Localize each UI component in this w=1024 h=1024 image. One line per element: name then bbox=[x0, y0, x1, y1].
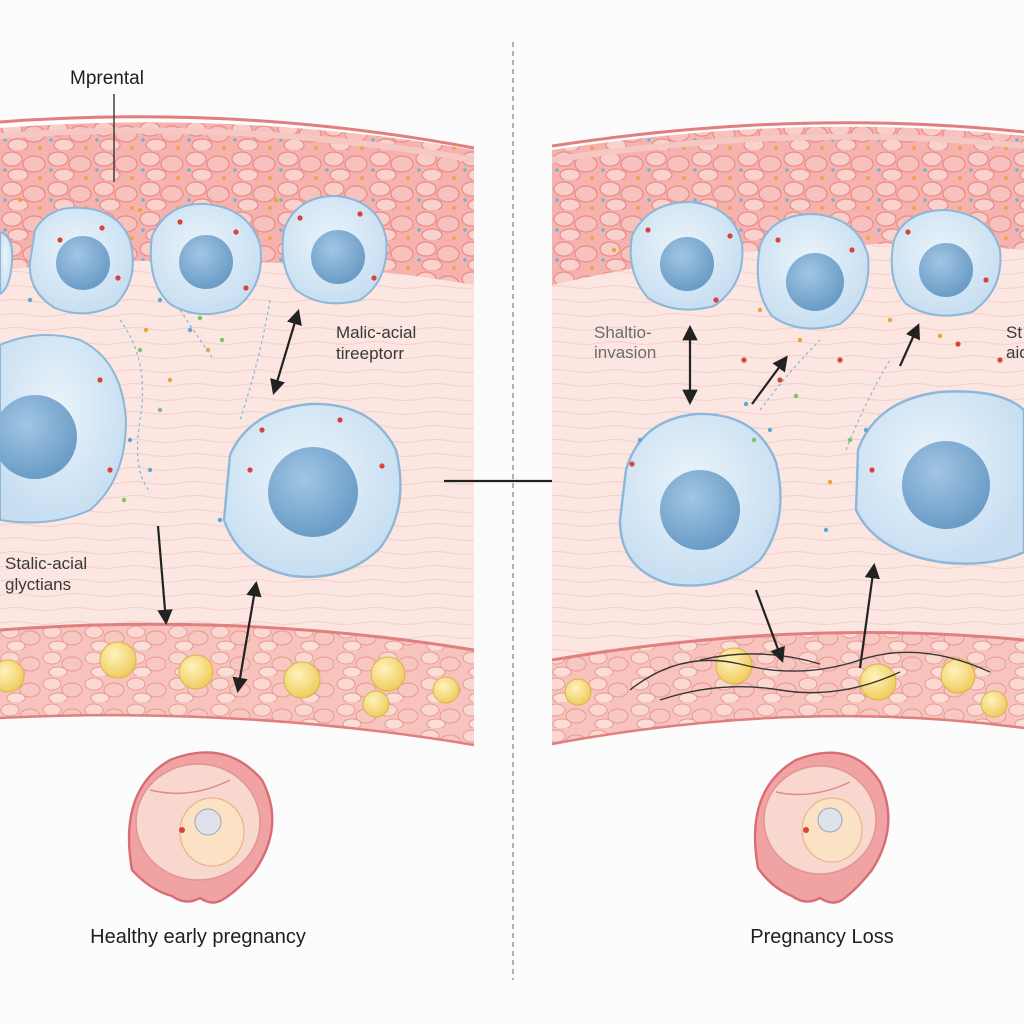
glycans-right bbox=[611, 227, 1003, 533]
embryo-sac-icon bbox=[127, 751, 274, 904]
arrow-icon bbox=[754, 589, 785, 663]
arrows-left bbox=[113, 94, 302, 694]
glycans-left bbox=[17, 197, 385, 523]
arrow-icon bbox=[270, 309, 302, 395]
cell-cluster-right bbox=[618, 200, 1024, 587]
fat-cells-right bbox=[564, 647, 1008, 718]
receptor-label-line2: tireeptorr bbox=[336, 344, 405, 363]
cell bbox=[618, 412, 782, 587]
glycans-label-line1: Stalic-acial bbox=[5, 554, 88, 573]
cell bbox=[149, 202, 262, 316]
cut-label-line1: St bbox=[1006, 323, 1023, 342]
damaged-fibers bbox=[629, 651, 991, 701]
arrow-icon bbox=[858, 562, 880, 669]
arrow-icon bbox=[751, 355, 788, 405]
embryo-sac-icon bbox=[753, 751, 890, 904]
cell-edge bbox=[0, 230, 14, 296]
cell bbox=[890, 208, 1002, 317]
arrows-right bbox=[682, 323, 920, 669]
cell-cluster-left bbox=[0, 194, 402, 578]
cell bbox=[756, 212, 870, 330]
cell bbox=[629, 200, 744, 311]
cell bbox=[28, 206, 134, 315]
glycans-label-line2: glyctians bbox=[5, 575, 72, 594]
caption-healthy: Healthy early pregnancy bbox=[90, 926, 306, 948]
cell bbox=[281, 194, 388, 305]
invasion-label-line2: invasion bbox=[594, 343, 657, 362]
arrow-icon bbox=[898, 323, 920, 367]
arrow-icon bbox=[232, 580, 262, 694]
maternal-label: Mprental bbox=[70, 68, 144, 89]
cell bbox=[854, 390, 1024, 565]
cut-label-line2: aic bbox=[1006, 343, 1024, 362]
cell bbox=[0, 334, 128, 524]
cell bbox=[222, 402, 402, 578]
fat-cells-left bbox=[0, 641, 460, 718]
invasion-label-line1: Shaltio- bbox=[594, 323, 652, 342]
receptor-label-line1: Malic-acial bbox=[336, 323, 417, 342]
arrow-icon bbox=[156, 525, 173, 626]
caption-loss: Pregnancy Loss bbox=[750, 926, 894, 948]
